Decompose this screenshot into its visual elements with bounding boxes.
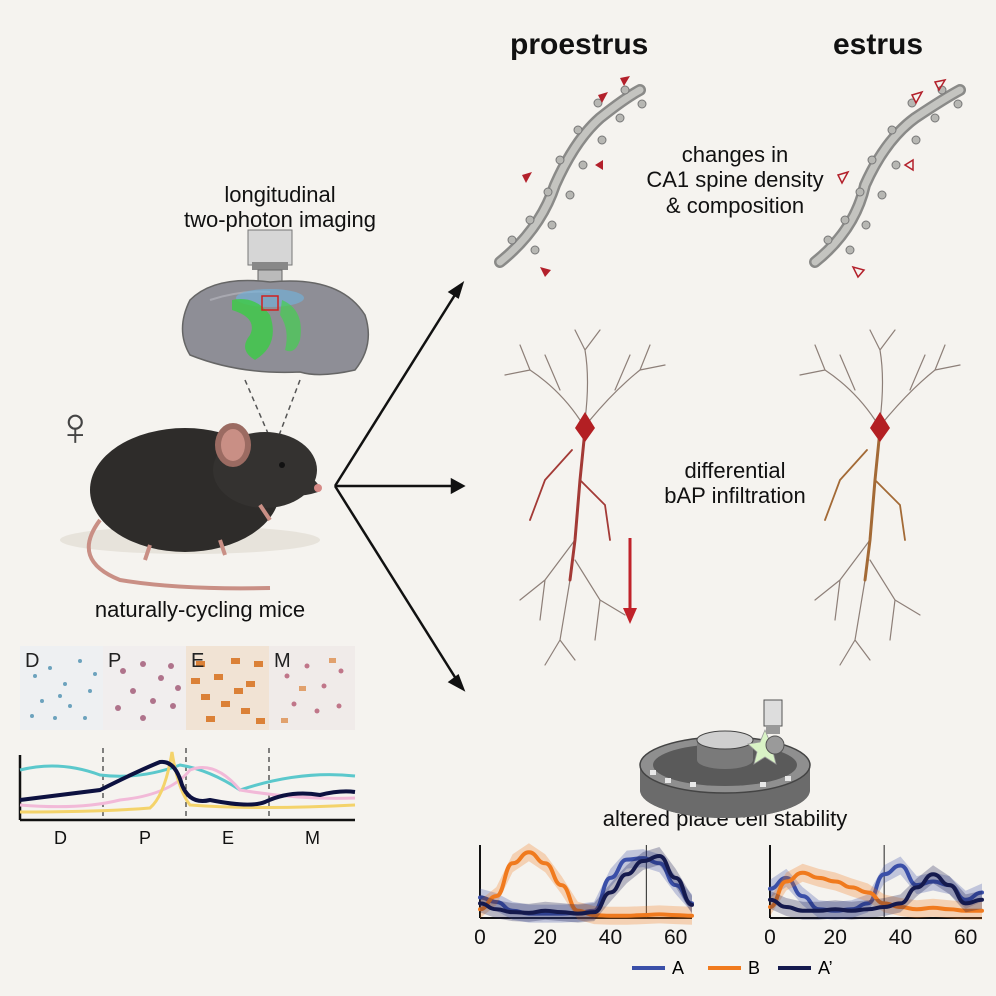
cycle-label-m: M [305,828,320,848]
header-proestrus: proestrus [510,28,649,61]
female-symbol: ♀ [55,397,96,457]
smear-diestrus-cells [30,659,97,720]
smear-label-p: P [108,650,122,672]
mouse-illustration [60,423,322,591]
smear-metestrus: M [269,646,355,730]
smear-metestrus-cells [281,658,344,723]
pc-line-1 [768,870,984,913]
cycle-label-e: E [222,828,235,848]
place-cell-chart-proestrus: 0 20 40 60 [474,843,694,949]
pc-xtick: 40 [889,926,912,949]
hormone-cyan-line [19,763,356,792]
smear-estrus: E [186,646,269,730]
dashed-line-right [277,379,301,439]
dendrite-estrus [809,78,966,279]
brain-illustration [181,279,370,376]
microscope-objective [247,229,293,285]
smear-proestrus-cells [115,661,181,721]
smear-label-m: M [274,650,291,672]
arena-illustration [639,699,811,818]
bap-down-arrow [623,538,637,624]
pc-band-1 [480,843,692,925]
bap-label: differential bAP infiltration [664,458,806,509]
hormone-yellow-line [19,751,356,814]
hormone-chart [18,748,356,822]
smear-proestrus: P [103,646,186,730]
chart-legend: A B A’ [632,958,833,978]
cycle-label-p: P [139,828,152,848]
legend-label-aprime: A’ [818,958,833,978]
pc-band-2 [480,846,692,923]
pc-xtick: 40 [599,926,622,949]
pc-xtick: 60 [664,926,687,949]
pc-line-2 [768,872,984,913]
pc-xtick: 20 [534,926,557,949]
dendrite-proestrus [494,76,647,277]
pc-xtick: 60 [954,926,977,949]
neuron-estrus [799,329,961,666]
hormone-navy-line [19,759,356,807]
pc-line-2 [478,853,694,916]
legend-label-b: B [748,958,760,978]
smear-label-d: D [25,650,40,672]
pc-band-2 [770,865,982,920]
neuron-proestrus [504,329,666,666]
smear-diestrus: D [20,646,103,730]
dashed-line-left [244,379,271,439]
smear-estrus-cells [191,658,265,724]
cycle-label-d: D [54,828,67,848]
pc-band-0 [480,849,692,923]
pc-xtick: 0 [474,926,486,949]
spine-label: changes in CA1 spine density & compositi… [646,142,824,218]
header-estrus: estrus [833,28,924,61]
smear-label-e: E [191,650,205,672]
place-cell-chart-estrus: 0 20 40 60 [764,845,984,949]
pc-xtick: 0 [764,926,776,949]
pc-xtick: 20 [824,926,847,949]
mice-label: naturally-cycling mice [94,597,306,622]
imaging-label: longitudinal two-photon imaging [183,182,376,233]
branch-arrows [333,281,466,692]
legend-label-a: A [672,958,684,978]
